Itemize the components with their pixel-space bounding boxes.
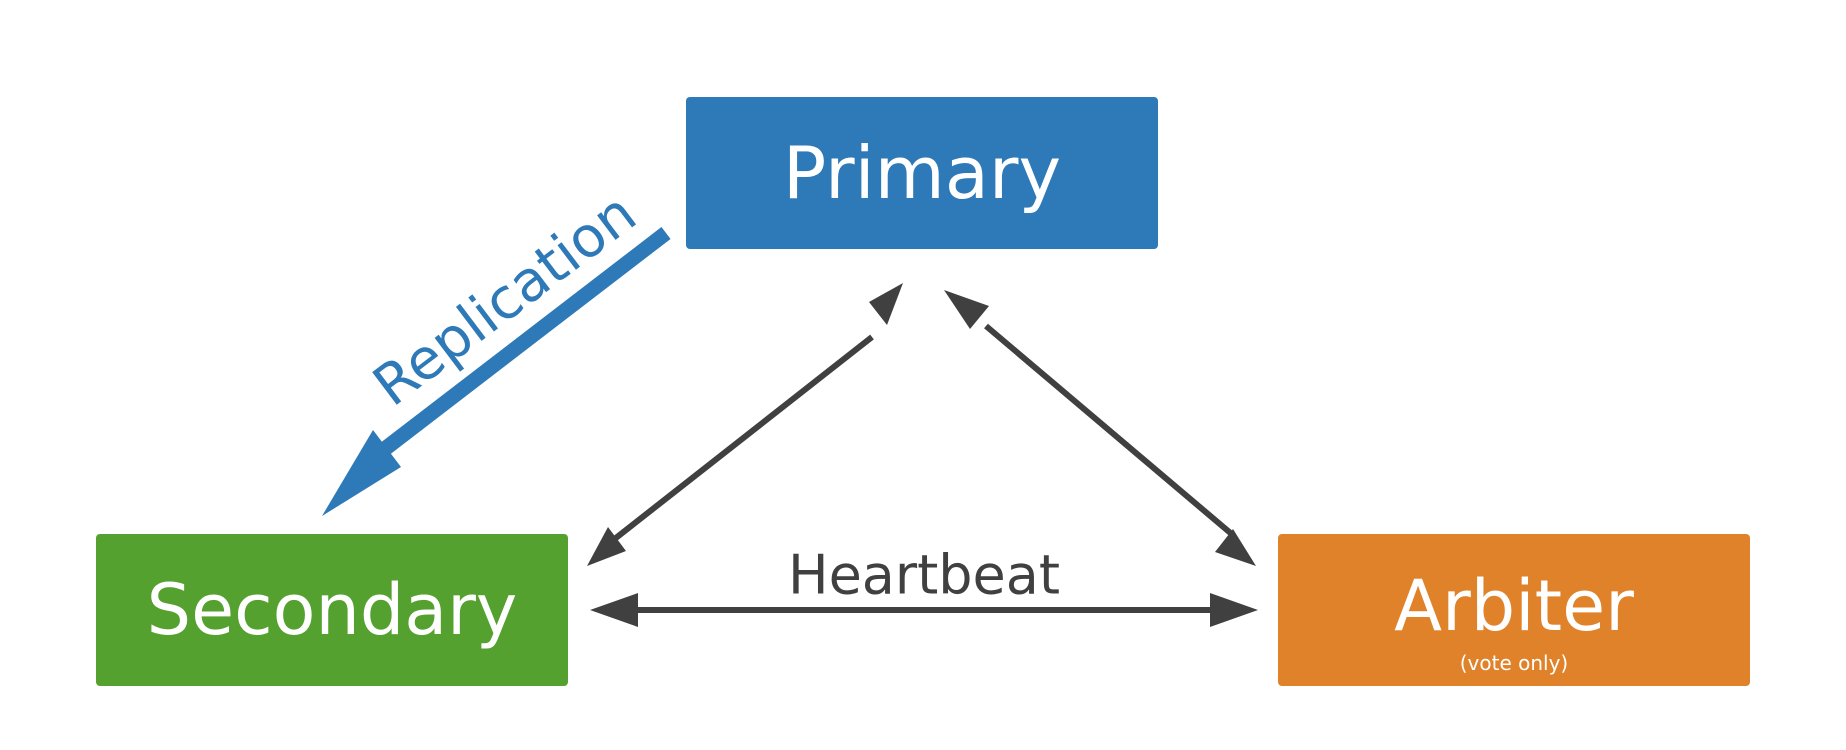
heartbeat-arrowhead-left bbox=[590, 593, 638, 627]
heartbeat-edge-primary-arbiter bbox=[944, 290, 1256, 566]
heartbeat-shaft-primary-secondary bbox=[610, 334, 874, 544]
replication-arrow-shaft bbox=[381, 227, 671, 454]
primary-box bbox=[686, 97, 1158, 249]
arbiter-label: Arbiter bbox=[1394, 565, 1634, 647]
heartbeat-label: Heartbeat bbox=[788, 544, 1060, 607]
arbiter-node: Arbiter (vote only) bbox=[1278, 534, 1750, 686]
heartbeat-edge-secondary-arbiter: Heartbeat bbox=[590, 544, 1258, 627]
primary-label: Primary bbox=[783, 131, 1061, 215]
replication-edge: Replication bbox=[322, 181, 671, 516]
replication-label: Replication bbox=[362, 181, 649, 419]
heartbeat-edge-primary-secondary bbox=[587, 283, 903, 566]
heartbeat-arrowhead-secondary-end bbox=[587, 527, 626, 566]
arbiter-sublabel: (vote only) bbox=[1460, 651, 1569, 675]
arbiter-box bbox=[1278, 534, 1750, 686]
secondary-label: Secondary bbox=[147, 569, 518, 651]
primary-node: Primary bbox=[686, 97, 1158, 249]
replication-arrowhead bbox=[322, 430, 401, 516]
heartbeat-arrowhead-arbiter-end bbox=[1215, 529, 1256, 566]
heartbeat-shaft-primary-arbiter bbox=[984, 323, 1236, 539]
secondary-box bbox=[96, 534, 568, 686]
heartbeat-arrowhead-right bbox=[1210, 593, 1258, 627]
heartbeat-arrowhead-primary-end bbox=[869, 283, 903, 325]
secondary-node: Secondary bbox=[96, 534, 568, 686]
heartbeat-arrowhead-primary-side bbox=[944, 290, 989, 329]
